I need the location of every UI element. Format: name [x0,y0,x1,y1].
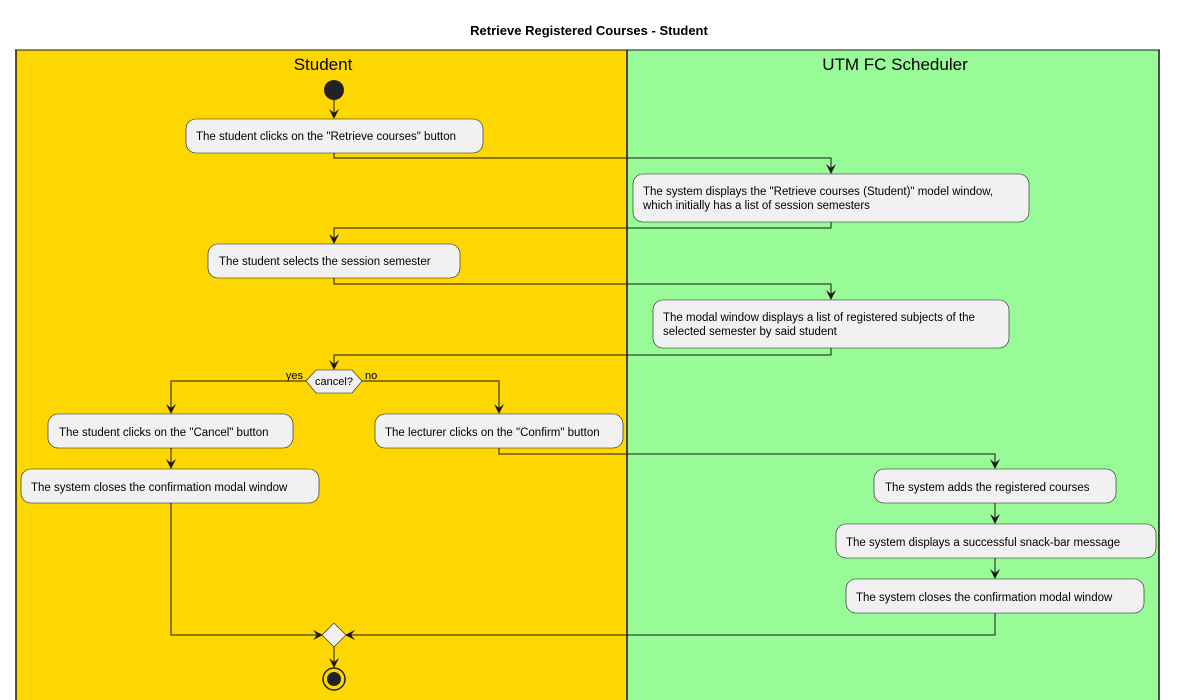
activity-text: The system displays a successful snack-b… [846,537,1120,549]
activity-click-cancel: The student clicks on the "Cancel" butto… [47,413,294,449]
activity-text-line: The student clicks on the "Retrieve cour… [196,131,456,143]
activity-text: The student clicks on the "Cancel" butto… [59,427,269,439]
decision-no-label: no [365,370,377,382]
activity-text-line: The system closes the confirmation modal… [856,592,1113,604]
flow-close-system-to-merge [346,613,996,636]
flow-subjects-to-decision [333,348,832,369]
activity-text-line: The lecturer clicks on the "Confirm" but… [385,427,600,439]
activity-text-line: The modal window displays a list of regi… [663,312,975,324]
decision-diamond [305,369,363,394]
start-node [324,80,344,100]
activity-text-line: The system displays the "Retrieve course… [643,186,993,198]
activity-text: The student clicks on the "Retrieve cour… [196,131,456,143]
diagram-title: Retrieve Registered Courses - Student [470,23,708,38]
activity-box [20,468,320,504]
activity-close-modal-system: The system closes the confirmation modal… [845,578,1145,614]
flow-display-to-select [333,222,832,243]
activity-text: The system displays the "Retrieve course… [642,186,996,212]
activity-text-line: The system displays a successful snack-b… [846,537,1120,549]
swimlane-system-label: UTM FC Scheduler [822,55,968,74]
flow-close-student-to-merge [170,503,322,636]
flow-decision-no [362,380,500,413]
arrowhead [990,569,1000,579]
flow-decision-yes [170,380,306,413]
decision-label: cancel? [315,376,353,388]
activity-text: The system closes the confirmation modal… [31,482,288,494]
arrowhead [826,290,836,300]
activity-text: The lecturer clicks on the "Confirm" but… [385,427,600,439]
activity-box [207,243,461,279]
flow-retrieve-to-display [333,153,832,173]
flow-confirm-to-add [498,448,996,468]
connectors [166,100,1000,668]
arrowhead [494,404,504,414]
merge-node [321,622,347,648]
decision-cancel: cancel? yes no [286,369,377,394]
activity-text: The modal window displays a list of regi… [663,312,978,338]
activity-select-semester: The student selects the session semester [207,243,461,279]
activity-text: The system closes the confirmation modal… [856,592,1113,604]
arrowhead [329,109,339,119]
activity-box [374,413,624,449]
activity-box [47,413,294,449]
arrowhead [990,514,1000,524]
arrowhead [166,404,176,414]
activity-box [652,299,1010,349]
arrowhead [329,658,339,668]
activity-box [632,173,1030,223]
activity-text-line: which initially has a list of session se… [642,200,870,212]
activity-text-line: selected semester by said student [663,326,838,338]
end-node [322,667,346,691]
arrowhead [313,630,323,640]
activity-click-retrieve: The student clicks on the "Retrieve cour… [185,118,484,154]
activity-box [185,118,484,154]
arrowhead [329,234,339,244]
activity-text: The student selects the session semester [219,256,431,268]
arrowhead [990,459,1000,469]
activity-text-line: The system closes the confirmation modal… [31,482,288,494]
swimlane-student-label: Student [294,55,353,74]
activity-box [873,468,1117,504]
activity-box [835,523,1157,559]
activity-add-courses: The system adds the registered courses [873,468,1117,504]
activity-click-confirm: The lecturer clicks on the "Confirm" but… [374,413,624,449]
decision-yes-label: yes [286,370,304,382]
arrowhead [166,459,176,469]
activity-display-modal: The system displays the "Retrieve course… [632,173,1030,223]
activity-text: The system adds the registered courses [885,482,1090,494]
arrowhead [826,164,836,174]
flow-select-to-subjects [333,278,832,299]
arrowhead [345,630,355,640]
activity-text-line: The student clicks on the "Cancel" butto… [59,427,269,439]
activity-text-line: The student selects the session semester [219,256,431,268]
arrowhead [329,360,339,370]
activity-display-subjects: The modal window displays a list of regi… [652,299,1010,349]
activity-box [845,578,1145,614]
activity-text-line: The system adds the registered courses [885,482,1090,494]
end-node-inner [327,672,341,686]
end-node-outer [322,667,346,691]
activity-display-snackbar: The system displays a successful snack-b… [835,523,1157,559]
activity-close-modal-student: The system closes the confirmation modal… [20,468,320,504]
